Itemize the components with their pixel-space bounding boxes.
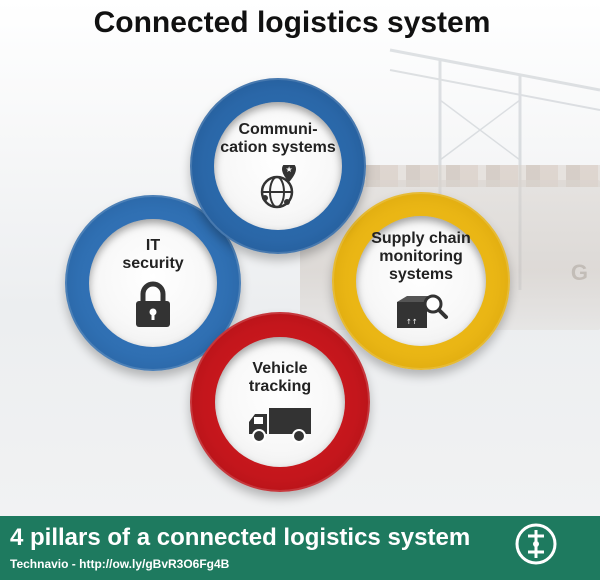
pillar-vehicle-tracking: Vehicle tracking: [190, 312, 370, 492]
pillar-communication-label: Communi- cation systems: [220, 121, 336, 156]
padlock-icon: [136, 281, 170, 327]
footer-headline: 4 pillars of a connected logistics syste…: [10, 524, 471, 551]
pillar-vehicle-tracking-inner: Vehicle tracking: [215, 337, 345, 467]
pillar-supply-chain-inner: Supply chain monitoring systems ↑↑: [356, 216, 486, 346]
page-title: Connected logistics system: [93, 6, 491, 39]
footer-banner: 4 pillars of a connected logistics syste…: [0, 516, 600, 580]
pillar-communication: Communi- cation systems ★: [190, 78, 366, 254]
pillar-it-security-label: IT security: [122, 237, 184, 272]
pillar-vehicle-tracking-label: Vehicle tracking: [248, 360, 312, 395]
truck-icon: [249, 408, 311, 443]
globe-pin-icon: ★: [260, 165, 296, 209]
technavio-logo-icon: [515, 523, 557, 565]
svg-text:↑↑: ↑↑: [406, 318, 418, 326]
ship-lettering: G: [570, 260, 592, 285]
pillar-it-security-inner: IT security: [89, 219, 217, 347]
svg-text:★: ★: [286, 165, 293, 174]
box-magnifier-icon: ↑↑: [397, 294, 448, 328]
footer-source: Technavio - http://ow.ly/gBvR3O6Fg4B: [10, 557, 230, 571]
pillar-supply-chain: Supply chain monitoring systems ↑↑: [332, 192, 510, 370]
pillar-communication-inner: Communi- cation systems ★: [214, 102, 342, 230]
pillar-supply-chain-label: Supply chain monitoring systems: [371, 230, 471, 283]
